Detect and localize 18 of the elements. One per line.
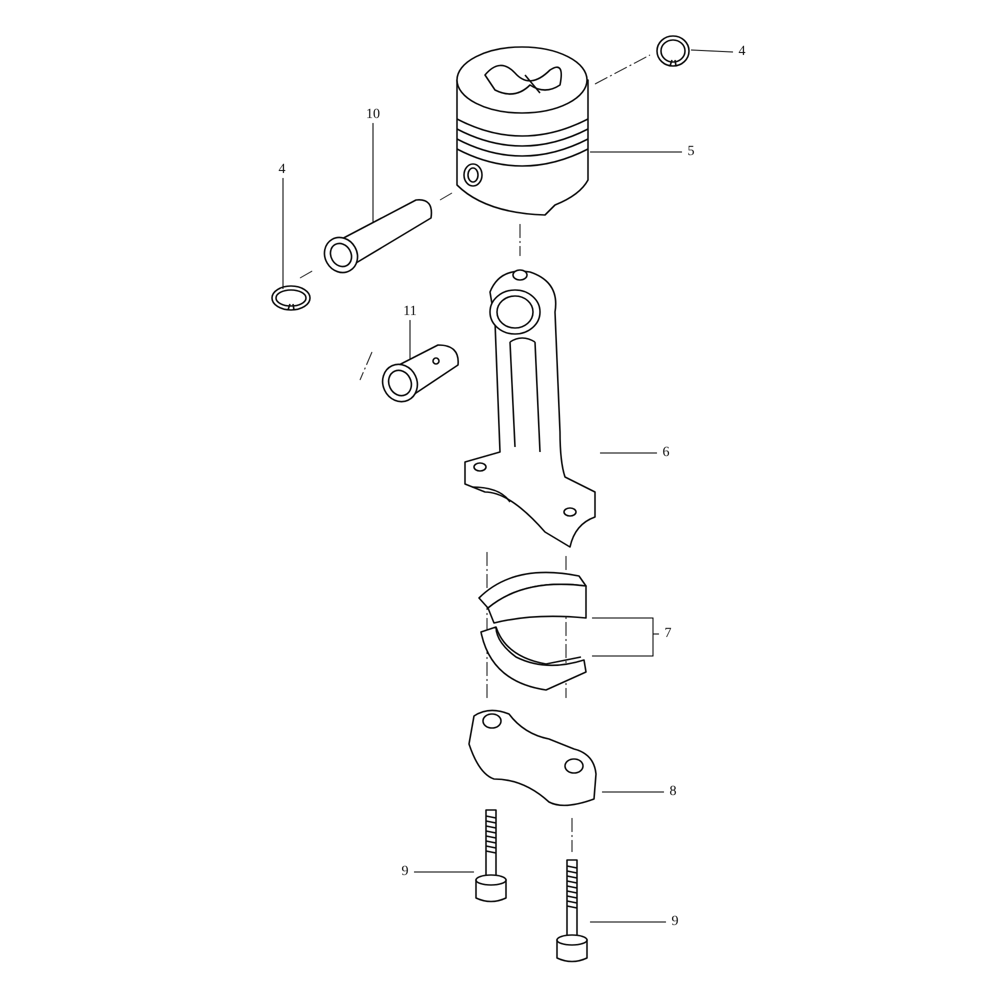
callout-number: 7 bbox=[659, 626, 677, 642]
piston-drawing bbox=[455, 45, 590, 217]
callout-number: 8 bbox=[664, 784, 682, 800]
callout-number: 11 bbox=[401, 304, 419, 320]
leader-line bbox=[600, 452, 658, 454]
callout-number: 10 bbox=[364, 107, 382, 123]
leader-line bbox=[592, 634, 660, 656]
callout-number: 5 bbox=[682, 144, 700, 160]
circlip-drawing bbox=[655, 34, 691, 68]
leader-line bbox=[372, 122, 374, 224]
callout-number: 9 bbox=[666, 914, 684, 930]
leader-line bbox=[282, 178, 284, 290]
callout-number: 6 bbox=[657, 445, 675, 461]
callout-number: 4 bbox=[733, 44, 751, 60]
leader-line bbox=[690, 50, 734, 52]
circlip-drawing bbox=[270, 284, 312, 312]
callout-number: 9 bbox=[396, 864, 414, 880]
callout-number: 4 bbox=[273, 162, 291, 178]
